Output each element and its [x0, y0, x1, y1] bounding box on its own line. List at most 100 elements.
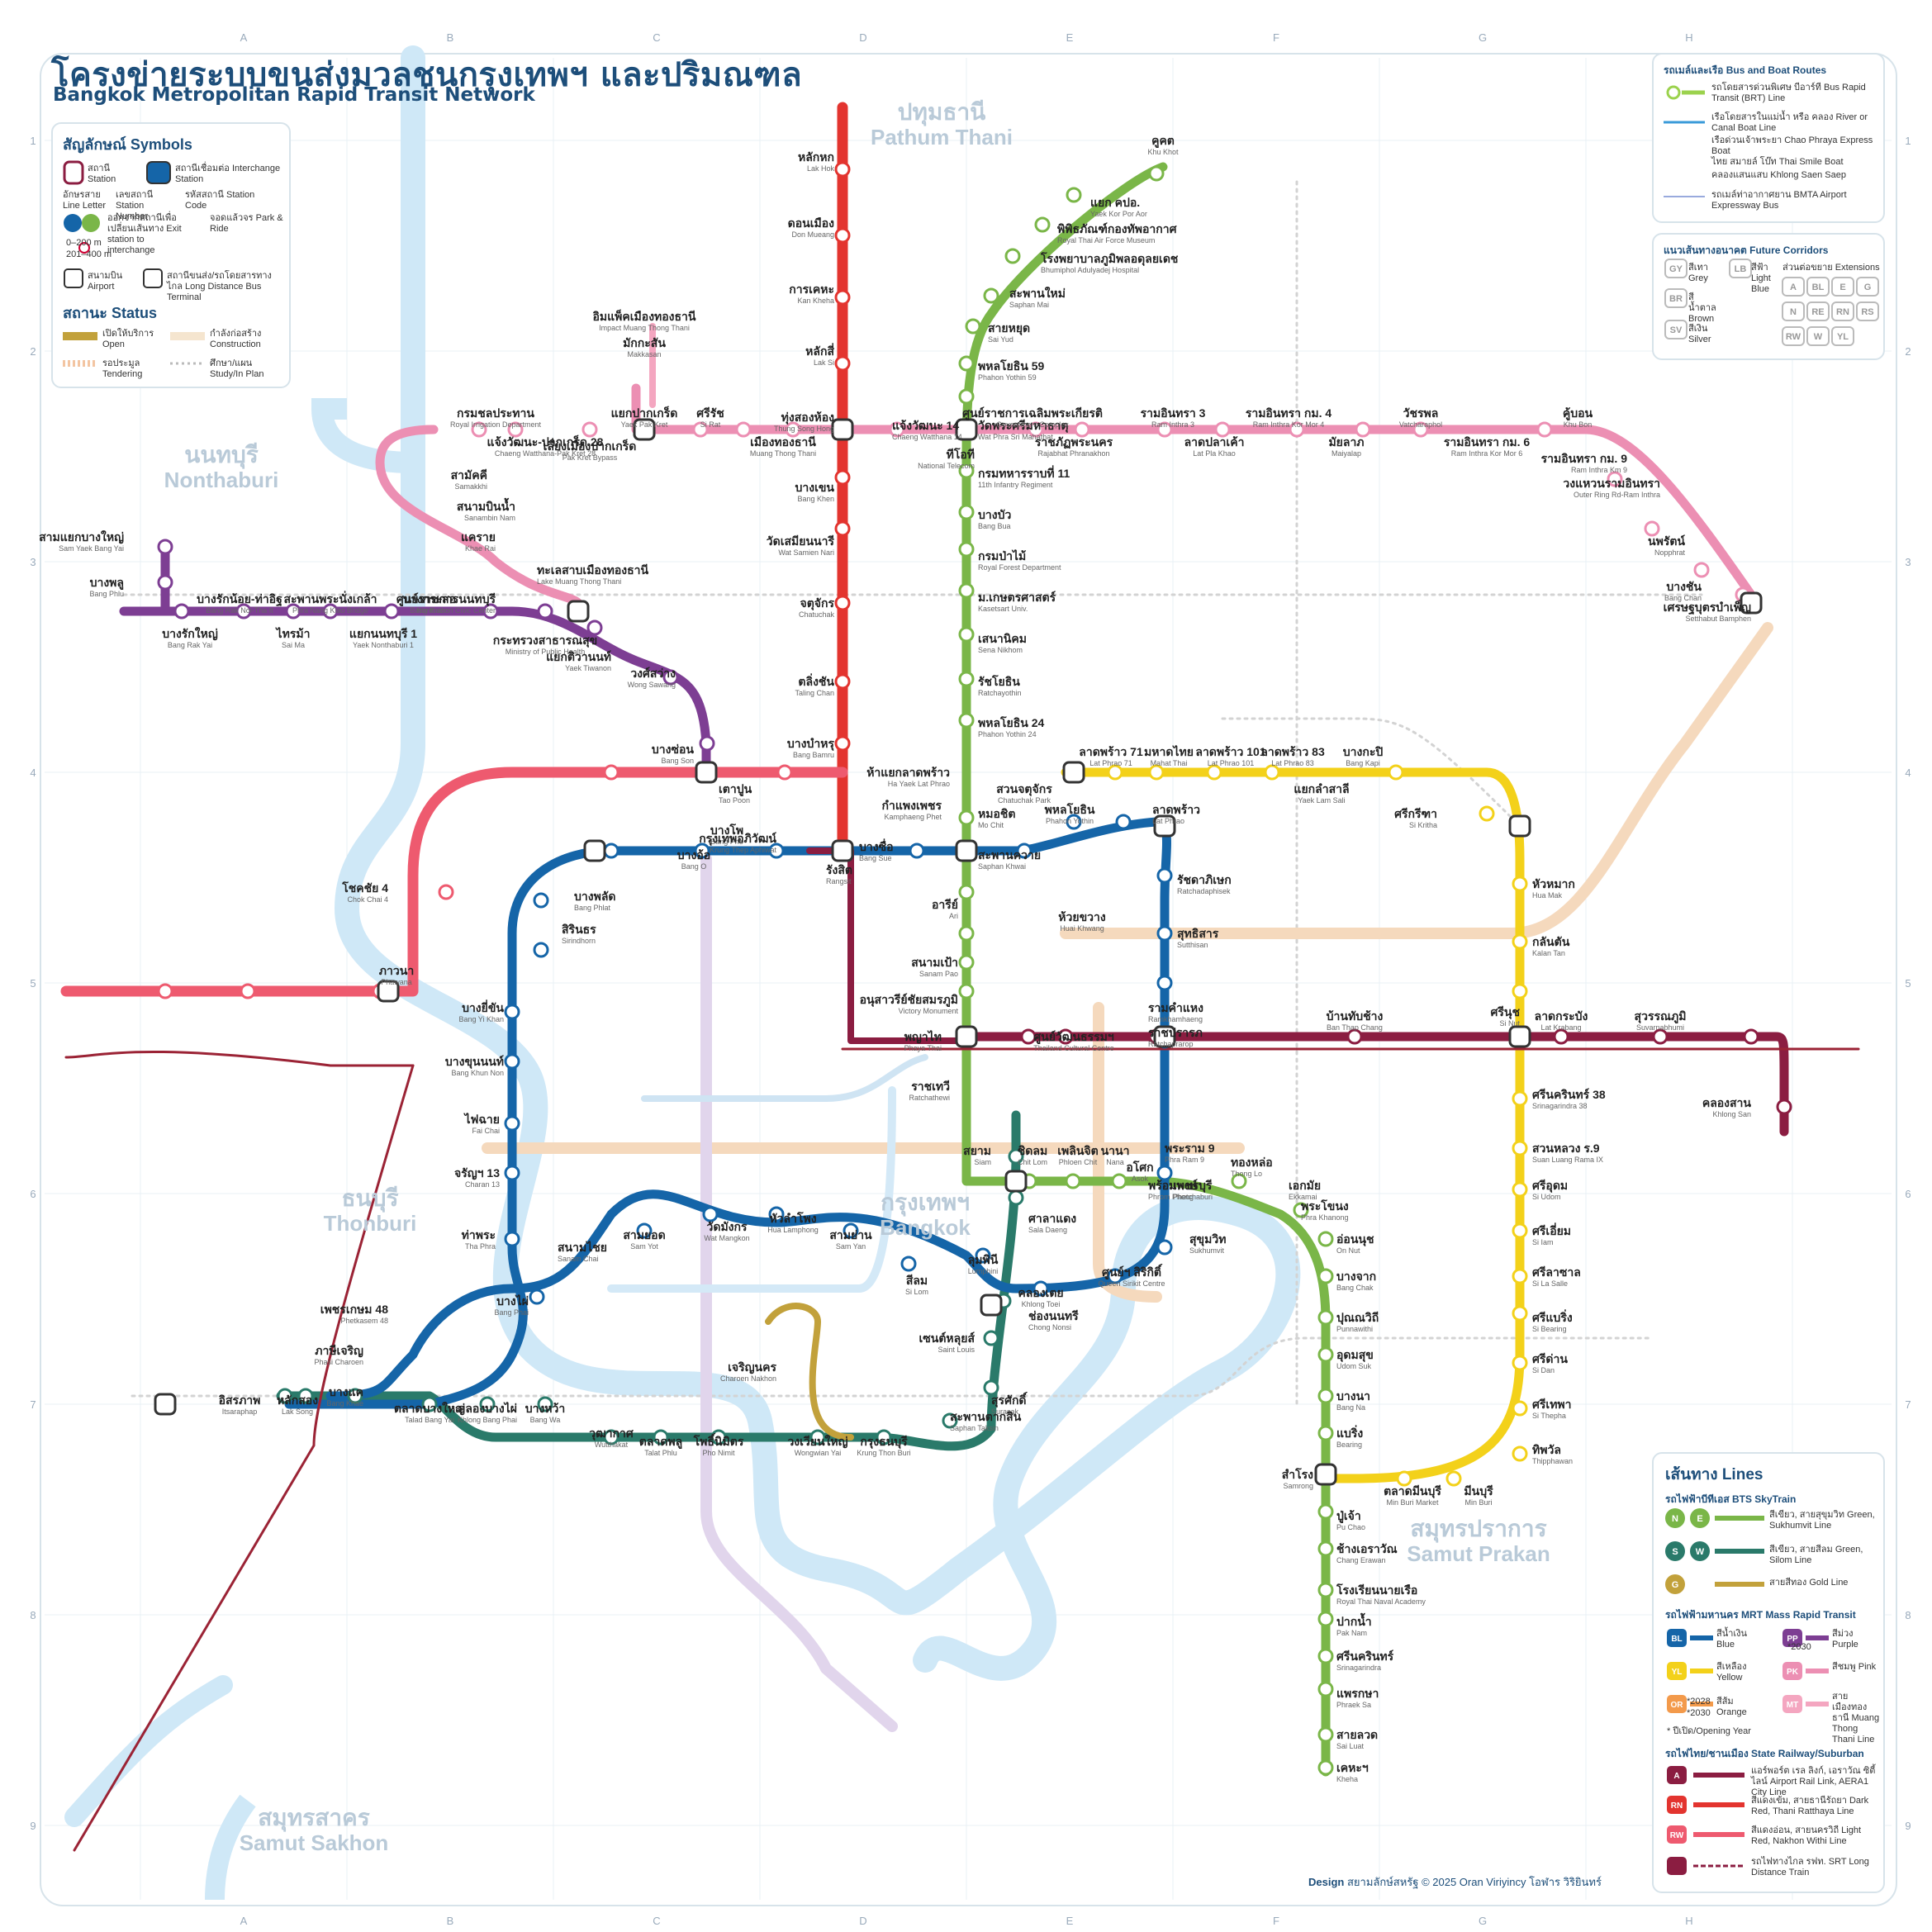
grid-row-label: 1 [30, 135, 36, 147]
mrt-yellow: สีเหลือง Yellow [1716, 1662, 1747, 1683]
future-code-box [1729, 259, 1752, 278]
legend-srt-badge [1667, 1825, 1687, 1844]
station-label-thai: พหลโยธิน [1045, 802, 1095, 816]
station-label-english: Bearing [1336, 1441, 1362, 1449]
region-name-english: Thonburi [324, 1211, 417, 1236]
station-label-thai: ศูนย์ฯ สิริกิติ์ [1102, 1263, 1163, 1279]
river-tha-chin [64, 1675, 233, 1827]
line-layer [60, 102, 1860, 1852]
station-label-english: Wongwian Yai [795, 1449, 842, 1457]
symbols-panel: สัญลักษณ์ Symbols สถานี Station สถานีเชื… [51, 122, 291, 388]
station-dark-red [834, 161, 851, 178]
station-label-english: Bang O [681, 862, 707, 871]
station-label-thai: นพรัตน์ [1648, 534, 1685, 548]
station-label-thai: สะพานใหม่ [1009, 286, 1066, 300]
grid-row-label: 7 [30, 1398, 36, 1411]
station-label-english: Bang Khae [326, 1399, 363, 1407]
station-label-english: Chit Lom [1018, 1158, 1047, 1166]
station-pink [692, 421, 709, 438]
station-label-english: Si Iam [1532, 1238, 1554, 1246]
station-label-english: Bang Kraso [410, 606, 449, 615]
station-label-thai: รังสิต [826, 863, 852, 876]
station-label-english: Chok Chai 4 [347, 895, 388, 904]
interchange-station [955, 839, 978, 862]
lines-heading: เส้นทาง Lines [1665, 1466, 1763, 1483]
bts-green-sukhumvit: สีเขียว, สายสุขุมวิท Green, Sukhumvit Li… [1769, 1510, 1875, 1531]
station-label-english: Muang Thong Thani [750, 449, 816, 458]
line-blue-loop [325, 817, 1171, 1401]
station-pink [889, 421, 905, 438]
station-label-english: Wong Sawang [628, 681, 676, 689]
station-label-thai: แพรกษา [1336, 1687, 1379, 1700]
station-label-thai: ศรีเทพา [1532, 1398, 1572, 1411]
future-code-label: RE [1811, 307, 1824, 317]
grid-col-label: F [1273, 1915, 1279, 1927]
station-label-english: Wat Phra Sri Mahathat [978, 433, 1053, 441]
station-blue [504, 1115, 520, 1132]
station-label-thai: สุทธิสาร [1177, 927, 1219, 941]
station-label-english: Phra Ram 9 [1165, 1156, 1204, 1164]
station-green-north [958, 884, 975, 900]
station-purple [285, 603, 301, 619]
station-label-english: Lak Si [814, 358, 834, 367]
mrt-orange-year-1: *2028 [1687, 1697, 1711, 1707]
station-airport-link [1057, 1028, 1074, 1045]
interchange-station [1508, 1025, 1531, 1048]
station-label-english: Chaeng Watthana 14 [892, 433, 962, 441]
station-yellow [1512, 933, 1528, 950]
station-label-english: Si Rat [700, 420, 721, 429]
station-label-english: Min Buri Market [1386, 1498, 1439, 1507]
station-label-english: Yaek Nonthaburi 1 [353, 641, 414, 649]
station-label-english: Si Nut [1499, 1019, 1520, 1028]
status-open: เปิดให้บริการ Open [102, 329, 154, 349]
station-silom [347, 1388, 363, 1404]
station-silom [809, 1429, 826, 1445]
map-title-thai: โครงข่ายระบบขนส่งมวลชนกรุงเทพฯ และปริมณฑ… [51, 56, 803, 94]
station-label-thai: ศาลาแดง [1028, 1212, 1076, 1225]
station-label-english: Udom Suk [1336, 1362, 1372, 1370]
station-label-english: Fai Chai [472, 1127, 500, 1135]
station-label-thai: สะพานพระนั่งเกล้า [283, 591, 377, 605]
line-srt-west [64, 1050, 415, 1067]
symbol-station-number: เลขสถานี Station Number [116, 190, 154, 221]
station-label-english: Lak Hok [807, 164, 835, 173]
station-green-east [1317, 1346, 1334, 1363]
station-label-thai: พระราม 9 [1165, 1142, 1215, 1155]
bus-boat-airport-bus: รถเมล์ท่าอากาศยาน BMTA Airport Expresswa… [1711, 190, 1847, 211]
station-label-english: Chatuchak [799, 610, 835, 619]
station-green-east [1317, 1231, 1334, 1247]
station-label-english: Surasak [991, 1407, 1019, 1416]
station-label-thai: ศูนย์ราชการนนทบุรี [396, 592, 496, 606]
station-label-thai: ตลาดพลู [639, 1435, 682, 1449]
station-label-english: Sanam Pao [919, 970, 958, 978]
station-pink [1644, 520, 1660, 537]
station-yellow [1512, 1305, 1528, 1322]
station-label-english: Thung Song Hong [774, 425, 834, 433]
station-label-english: Chaeng Watthana-Pak Kret 28 [495, 449, 596, 458]
future-code-label: YL [1837, 332, 1849, 342]
station-purple [662, 669, 679, 686]
line-blue-west [284, 846, 971, 1409]
station-label-english: Ram Inthra Kor Mor 6 [1451, 449, 1523, 458]
station-label-english: Wat Mangkon [704, 1234, 749, 1242]
station-label-english: Lake Muang Thong Thani [537, 577, 621, 586]
station-blue [504, 1004, 520, 1020]
legend-mrt-code: YL [1672, 1668, 1683, 1677]
grid-row-label: 9 [1905, 1820, 1911, 1832]
station-silom [479, 1396, 496, 1412]
mrt-purple-year: *2030 [1787, 1642, 1811, 1652]
station-dark-red [834, 289, 851, 306]
station-label-thai: เพชรบุรี [1173, 1179, 1213, 1193]
station-label-english: Khlong Bang Phai [458, 1416, 517, 1424]
legend-srt-code: RW [1670, 1831, 1684, 1840]
station-label-english: Ratchadaphisek [1177, 887, 1231, 895]
station-label-english: Thong Lo [1231, 1170, 1262, 1178]
station-label-english: Yaek Tiwanon [565, 664, 611, 672]
station-label-english: Pak Kret Bypass [563, 453, 618, 462]
mrt-orange-year-2: *2030 [1687, 1708, 1711, 1718]
mrt-blue: สีน้ำเงิน Blue [1716, 1629, 1748, 1650]
station-label-thai: อ่อนนุช [1336, 1232, 1374, 1246]
grid-row-label: 2 [30, 345, 36, 358]
